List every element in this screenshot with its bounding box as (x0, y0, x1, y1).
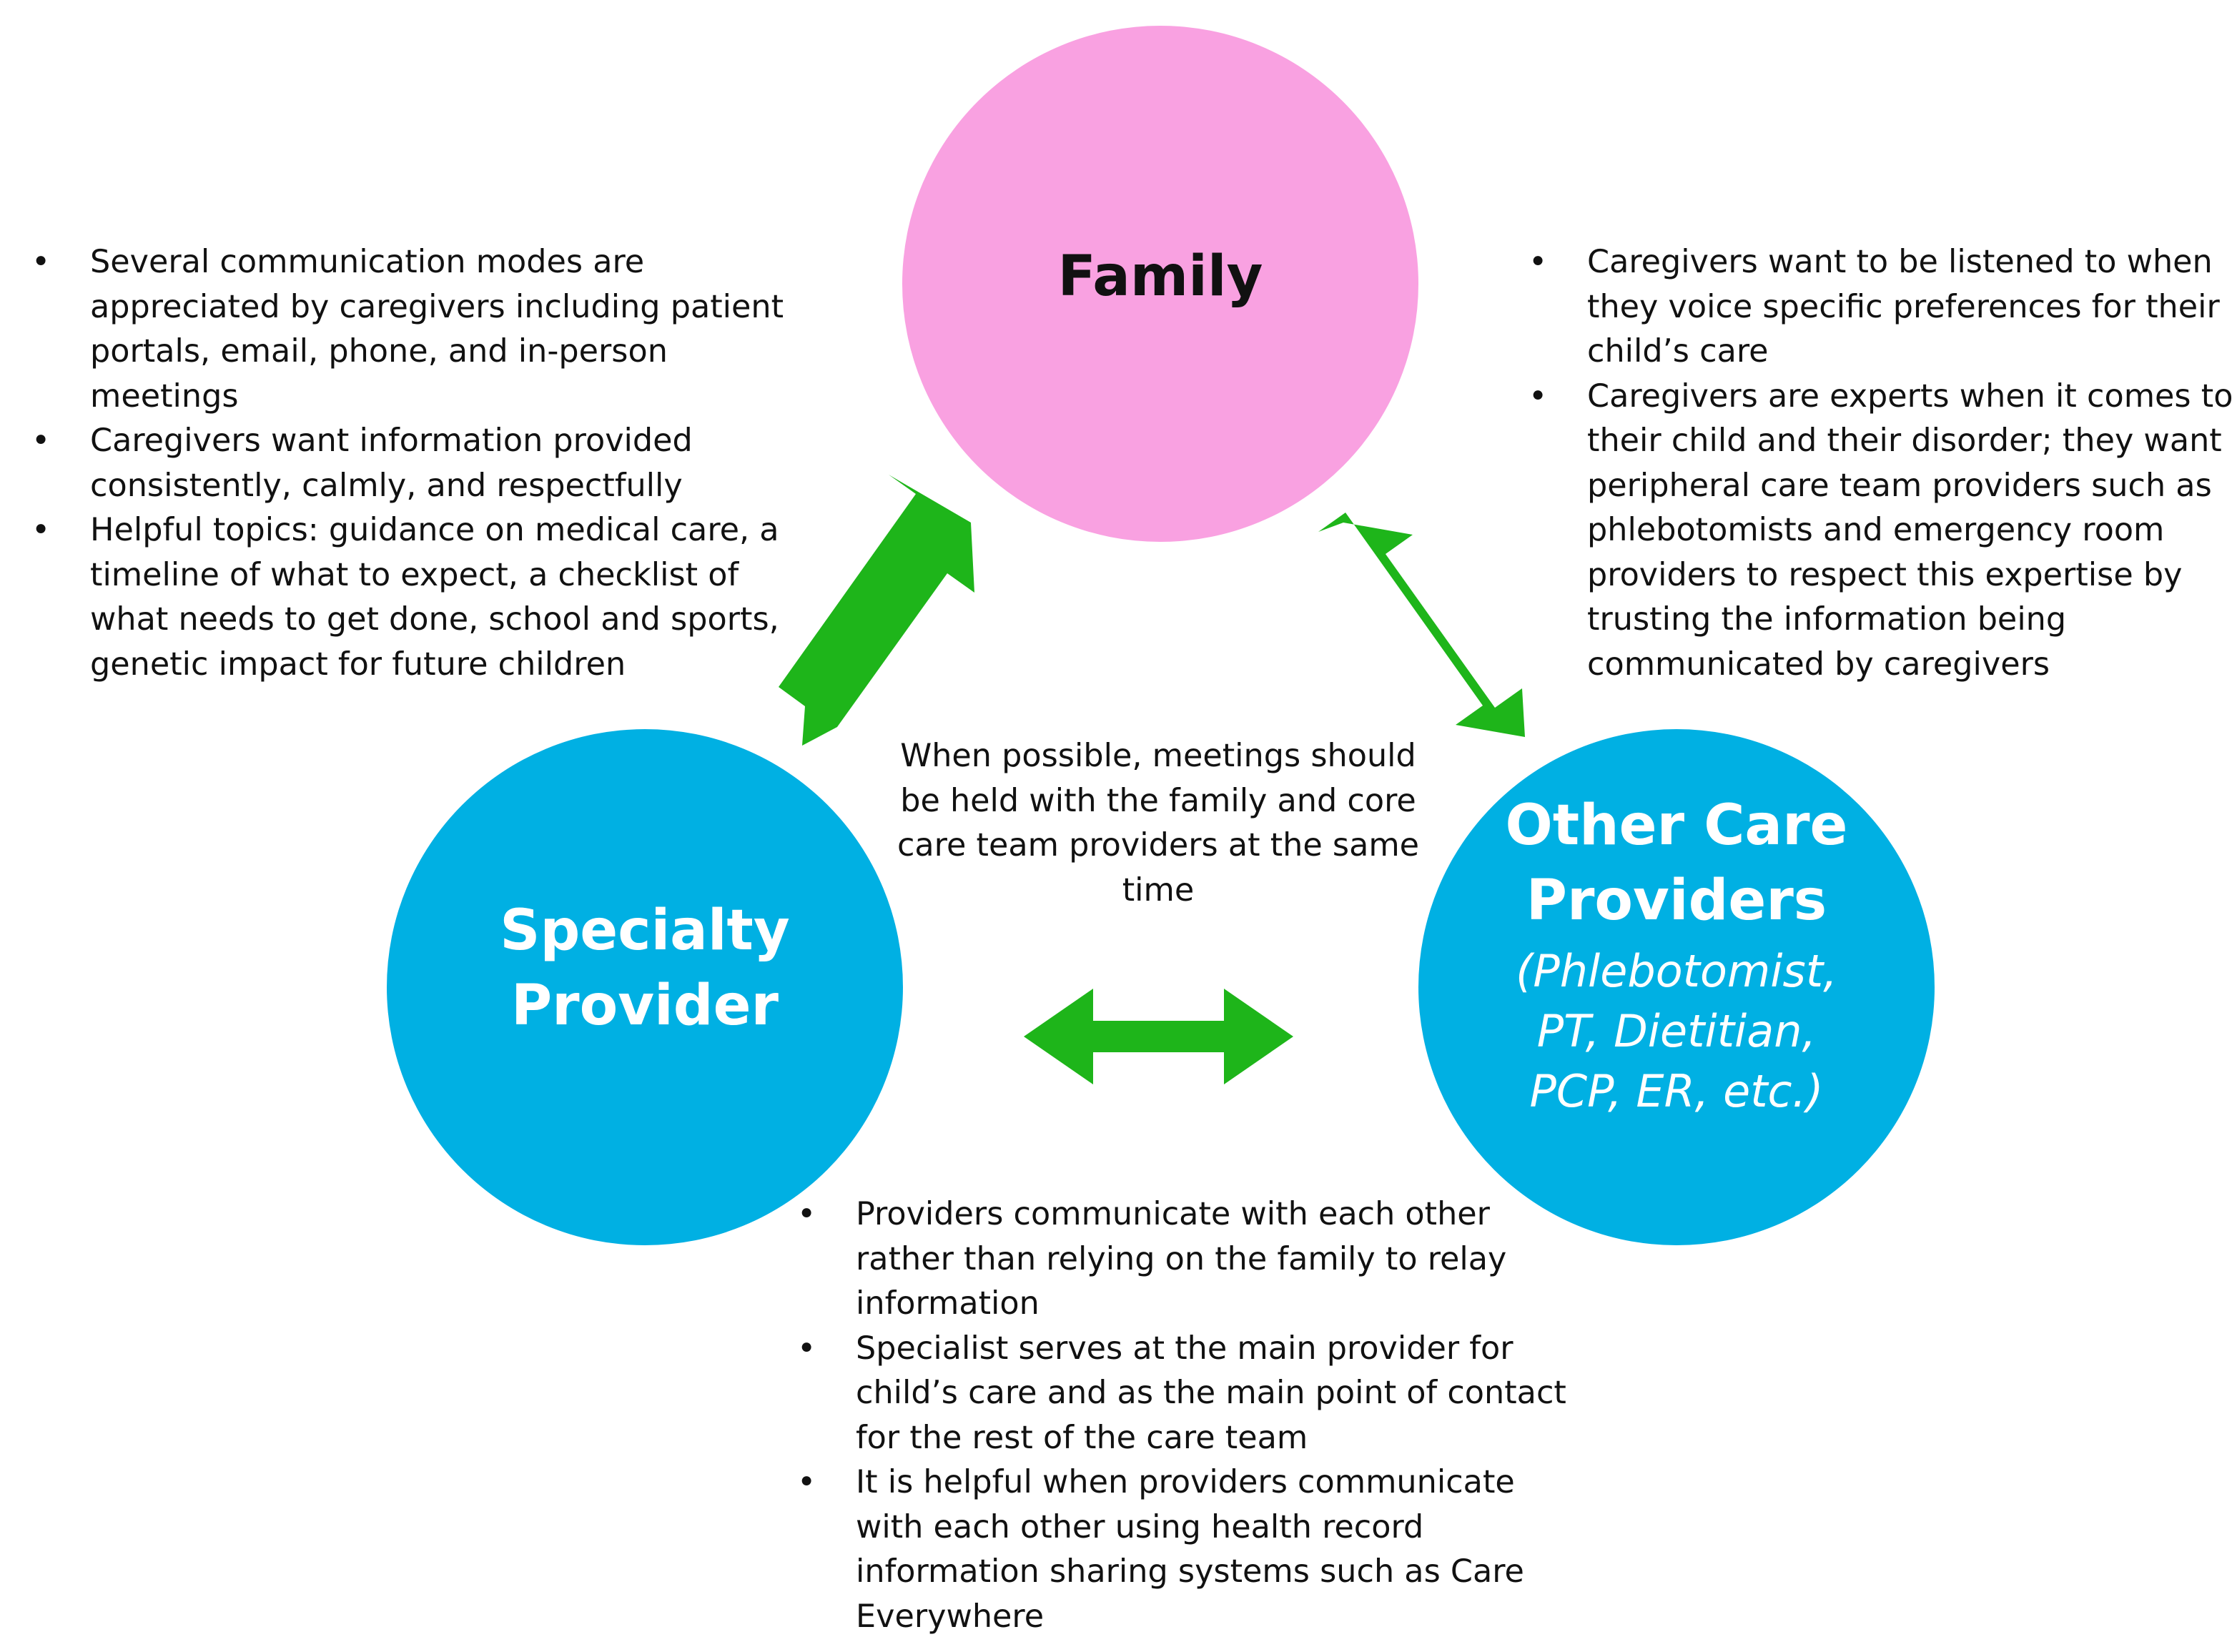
other-care-providers-title: Other Care Providers (1505, 793, 1848, 933)
bullet-icon: • (31, 512, 51, 548)
family-title: Family (1057, 244, 1263, 309)
list-item: •Providers communicate with each other r… (797, 1192, 1569, 1327)
arrow-family-specialty (779, 475, 974, 746)
list-item: •Caregivers want to be listened to when … (1529, 240, 2236, 375)
list-item: •Specialist serves at the main provider … (797, 1327, 1569, 1461)
arrow-family-other (1318, 513, 1525, 737)
list-item: •Helpful topics: guidance on medical car… (31, 508, 804, 687)
other-care-providers-subtitle: (Phlebotomist, PT, Dietitian, PCP, ER, e… (1516, 945, 1837, 1117)
bullet-icon: • (31, 244, 51, 280)
arrow-specialty-other (1024, 989, 1293, 1084)
bullet-icon: • (1529, 244, 1548, 280)
list-item: •Caregivers are experts when it comes to… (1529, 375, 2236, 688)
family-circle: Family (902, 26, 1418, 542)
family-other-bullets: •Caregivers want to be listened to when … (1529, 240, 2236, 687)
list-item: •It is helpful when providers communicat… (797, 1460, 1569, 1639)
bullet-icon: • (31, 422, 51, 459)
bullet-icon: • (1529, 377, 1548, 415)
specialty-provider-title: Specialty Provider (500, 899, 790, 1038)
bullet-icon: • (797, 1464, 816, 1500)
family-specialty-bullets: •Several communication modes are appreci… (31, 240, 804, 687)
other-care-providers-circle: Other Care Providers (Phlebotomist, PT, … (1418, 729, 1935, 1245)
list-item: •Several communication modes are appreci… (31, 240, 804, 419)
bullet-icon: • (797, 1330, 816, 1367)
bullet-icon: • (797, 1196, 816, 1232)
specialty-provider-circle: Specialty Provider (387, 729, 903, 1245)
center-note: When possible, meetings should be held w… (897, 738, 1420, 909)
provider-provider-bullets: •Providers communicate with each other r… (797, 1192, 1569, 1639)
list-item: •Caregivers want information provided co… (31, 419, 804, 508)
